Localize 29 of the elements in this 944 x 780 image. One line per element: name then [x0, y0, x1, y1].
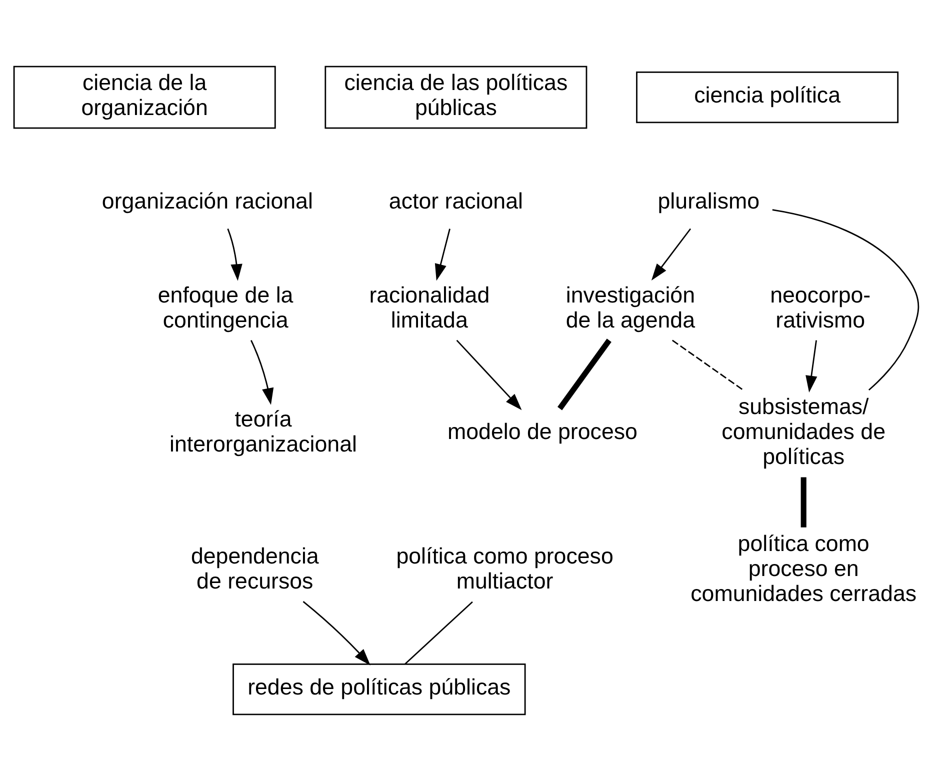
arrow [806, 340, 818, 392]
connector [558, 338, 612, 410]
arrow [250, 340, 274, 404]
node-text: neocorpo- rativismo [770, 282, 871, 332]
node-text: investigación de la agenda [566, 282, 696, 332]
connector [772, 208, 920, 390]
node-text: enfoque de la contingencia [158, 282, 294, 332]
node-text: pluralismo [658, 188, 760, 214]
node-box: ciencia de las políticas públicas [324, 65, 588, 128]
node-text: teoría interorganizacional [170, 406, 357, 456]
arrow [302, 600, 370, 665]
arrow [227, 228, 242, 280]
node-text: actor racional [388, 188, 523, 214]
connector [672, 339, 744, 390]
node-text: política como proceso en comunidades cerradas [690, 530, 917, 606]
connector [800, 476, 806, 527]
arrow [651, 228, 692, 280]
node-text: dependencia de recursos [190, 542, 319, 593]
arrow [456, 339, 522, 410]
arrow [434, 228, 450, 280]
node-text: organización racional [102, 188, 313, 214]
node-text: política como proceso multiactor [396, 542, 614, 593]
node-text: racionalidad limitada [369, 282, 490, 332]
node-box: ciencia de la organización [13, 65, 276, 128]
node-box: ciencia política [636, 70, 899, 123]
node-text: modelo de proceso [448, 418, 638, 444]
node-box: redes de políticas públicas [232, 662, 526, 715]
node-text: subsistemas/ comunidades de políticas [722, 393, 886, 469]
connector [404, 600, 473, 664]
